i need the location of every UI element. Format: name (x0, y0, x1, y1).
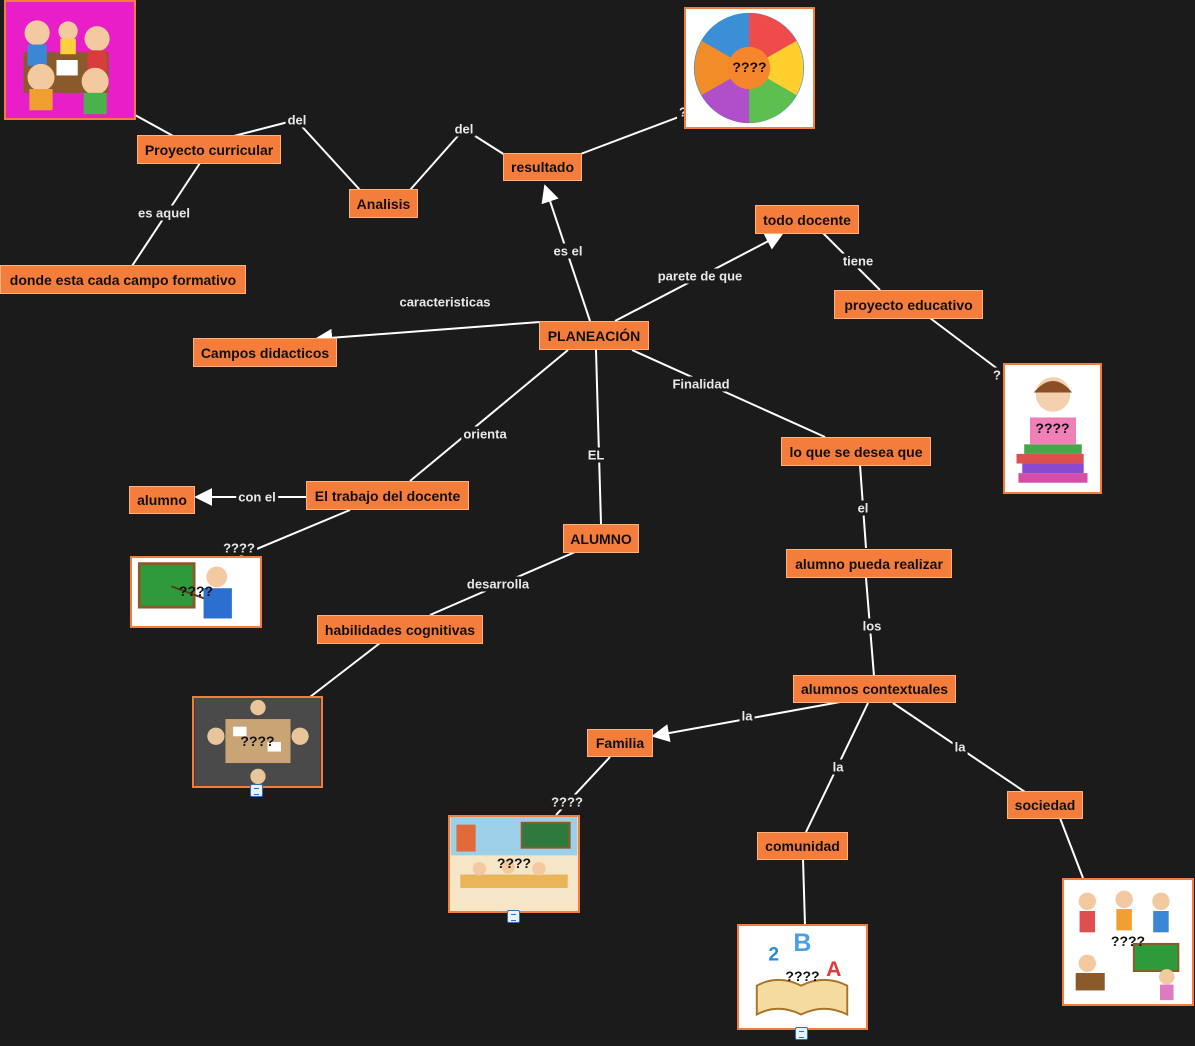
line-resultado-img (578, 115, 684, 155)
node-donde-esta-cada-campo[interactable]: donde esta cada campo formativo (0, 265, 246, 294)
node-analisis[interactable]: Analisis (349, 189, 418, 218)
image-caption: ???? (194, 733, 321, 749)
node-familia[interactable]: Familia (587, 729, 653, 757)
node-lo-que-se-desea[interactable]: lo que se desea que (781, 437, 931, 466)
link-label-la-familia: la (740, 709, 755, 724)
line-del-analisis (296, 120, 360, 190)
line-plan-desea (632, 350, 825, 437)
image-caption: ???? (1064, 933, 1192, 949)
image-caption: ???? (1005, 420, 1100, 436)
group-desk-image[interactable]: ???? (192, 696, 323, 788)
link-label-tiene: tiene (841, 254, 875, 269)
node-alumno[interactable]: alumno (129, 486, 195, 514)
image-caption: ???? (739, 968, 866, 984)
link-label-la-sociedad: la (953, 740, 968, 755)
svg-text:2: 2 (768, 945, 779, 966)
abc-book-image[interactable]: 2 B A ???? (737, 924, 868, 1030)
link-label-caracteristicas: caracteristicas (397, 295, 492, 310)
node-resultado[interactable]: resultado (503, 153, 582, 181)
image-caption: ???? (686, 59, 813, 75)
link-label-question-familia: ???? (549, 795, 585, 810)
line-sociedad-img (1060, 818, 1083, 878)
link-label-del-2: del (453, 122, 476, 137)
line-proyecto-img (930, 318, 1003, 373)
link-label-la-comunidad: la (831, 760, 846, 775)
school-kids-image[interactable]: ???? (1062, 878, 1194, 1006)
image-caption: ???? (450, 855, 578, 871)
node-alumnos-contextuales[interactable]: alumnos contextuales (793, 675, 956, 703)
kids-group-illustration (6, 2, 134, 118)
line-plan-alumno (596, 350, 601, 524)
node-el-trabajo-del-docente[interactable]: El trabajo del docente (306, 481, 469, 510)
line-plan-trabajo (410, 350, 568, 481)
link-label-question-educativo: ? (991, 368, 1003, 383)
link-label-con-el: con el (236, 490, 278, 505)
node-proyecto-educativo[interactable]: proyecto educativo (834, 290, 983, 319)
node-sociedad[interactable]: sociedad (1007, 791, 1083, 819)
link-label-orienta: orienta (461, 427, 508, 442)
link-label-el-upper: EL (586, 448, 607, 463)
document-attachment-icon[interactable] (795, 1027, 808, 1040)
link-label-del-1: del (286, 113, 309, 128)
link-label-finalidad: Finalidad (670, 377, 731, 392)
node-proyecto-curricular[interactable]: Proyecto curricular (137, 135, 281, 164)
image-caption: ???? (132, 583, 260, 599)
link-label-desarrolla: desarrolla (465, 577, 531, 592)
teacher-chalkboard-image[interactable]: ???? (130, 556, 262, 628)
girl-reading-books-image[interactable]: ???? (1003, 363, 1102, 494)
hierarchy-attachment-icon[interactable] (250, 784, 263, 797)
line-plan-campos (316, 322, 540, 339)
line-analisis-resultado (410, 129, 464, 190)
link-label-es-el: es el (552, 244, 585, 259)
line-habilidades-img (310, 643, 380, 697)
node-comunidad[interactable]: comunidad (757, 832, 848, 860)
node-campos-didacticos[interactable]: Campos didacticos (193, 338, 337, 367)
document-attachment-icon[interactable] (507, 910, 520, 923)
link-label-los: los (861, 619, 884, 634)
node-alumno-pueda-realizar[interactable]: alumno pueda realizar (786, 549, 952, 578)
link-label-parete-de-que: parete de que (656, 269, 745, 284)
link-label-es-aquel: es aquel (136, 206, 192, 221)
node-planeacion[interactable]: PLANEACIÓN (539, 321, 649, 350)
svg-text:B: B (793, 929, 811, 957)
link-label-el-lower: el (856, 501, 871, 516)
classroom-image[interactable]: ???? (448, 815, 580, 913)
kids-group-image[interactable] (4, 0, 136, 120)
children-circle-image[interactable]: ???? (684, 7, 815, 129)
line-img-proyecto (135, 115, 175, 137)
link-label-question-docente: ???? (221, 541, 257, 556)
node-alumno-upper[interactable]: ALUMNO (563, 524, 639, 553)
node-todo-docente[interactable]: todo docente (755, 205, 859, 234)
node-habilidades-cognitivas[interactable]: habilidades cognitivas (317, 615, 483, 644)
line-comunidad-img (803, 859, 805, 925)
